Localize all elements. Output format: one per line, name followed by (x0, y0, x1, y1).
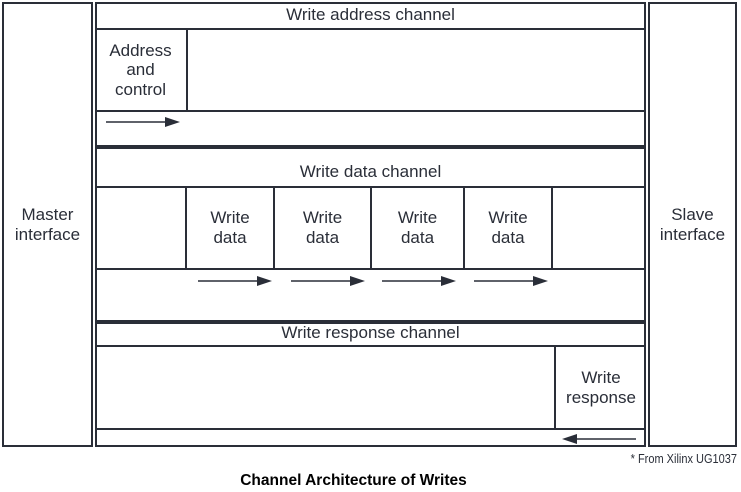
write-data-cell-1: Write data (187, 188, 275, 268)
write-data-channel-row-divider (95, 268, 646, 270)
write-data-cell-2: Write data (275, 188, 372, 268)
master-interface-box: Master interface (2, 2, 93, 447)
write-data-cell-2-line2: data (305, 228, 340, 247)
write-response-channel-label-divider (95, 345, 646, 347)
write-data-cell-4-line1: Write (488, 208, 528, 228)
write-data-channel-label: Write data channel (299, 162, 442, 181)
write-address-channel-row-divider (95, 110, 646, 112)
address-and-control-cell: Address and control (95, 30, 188, 110)
write-response-cell: Write response (554, 347, 646, 428)
write-data-spacer-right (553, 188, 646, 268)
write-data-channel-label-divider (95, 186, 646, 188)
write-data-cell-2-label: Write data (303, 208, 342, 247)
write-data-cell-3: Write data (372, 188, 465, 268)
write-response-channel-row-divider (95, 428, 646, 430)
write-response-channel-frame (95, 322, 646, 447)
write-address-channel-label: Write address channel (286, 5, 455, 24)
address-and-control-label: Address and control (109, 41, 171, 100)
write-data-cell-4: Write data (465, 188, 553, 268)
write-data-spacer-left (95, 188, 187, 268)
address-and-control-line3: control (114, 79, 167, 99)
write-data-cell-1-line1: Write (210, 208, 250, 228)
write-response-cell-line1: Write (581, 367, 621, 387)
write-data-arrow-right-2 (291, 275, 365, 287)
slave-interface-box: Slave interface (648, 2, 737, 447)
diagram-caption: Channel Architecture of Writes (240, 472, 467, 489)
write-data-cell-1-label: Write data (210, 208, 249, 247)
source-note: * From Xilinx UG1037 (630, 452, 737, 466)
write-response-channel-label: Write response channel (281, 323, 460, 342)
write-data-cell-3-line1: Write (397, 208, 438, 228)
write-response-cell-line2: response (566, 387, 636, 407)
write-data-arrow-right-3 (382, 275, 456, 287)
write-response-arrow-left (562, 433, 636, 445)
write-data-arrow-right-1 (198, 275, 272, 287)
write-data-cell-3-label: Write data (398, 208, 437, 247)
write-data-cell-3-line2: data (400, 228, 435, 247)
write-data-cell-4-label: Write data (488, 208, 527, 247)
address-and-control-line1: Address (109, 40, 172, 60)
master-interface-label-line2: interface (14, 224, 81, 244)
write-address-channel-frame (95, 2, 646, 147)
write-address-arrow-right (106, 116, 180, 128)
write-address-channel-label-divider (95, 28, 646, 30)
write-data-cell-2-line1: Write (302, 208, 343, 228)
write-data-cell-4-line2: data (491, 228, 525, 247)
slave-interface-label-line1: Slave (671, 204, 714, 224)
write-data-channel-frame (95, 147, 646, 322)
write-data-cells-row: Write data Write data Write data Write d… (95, 188, 646, 268)
write-response-cell-label: Write response (566, 368, 636, 407)
slave-interface-label: Slave interface (660, 205, 725, 244)
address-and-control-line2: and (126, 60, 155, 80)
master-interface-label-line1: Master (21, 204, 74, 224)
write-data-cell-1-line2: data (213, 228, 247, 247)
write-data-arrow-right-4 (474, 275, 548, 287)
slave-interface-label-line2: interface (659, 224, 726, 244)
master-interface-label: Master interface (15, 205, 80, 244)
